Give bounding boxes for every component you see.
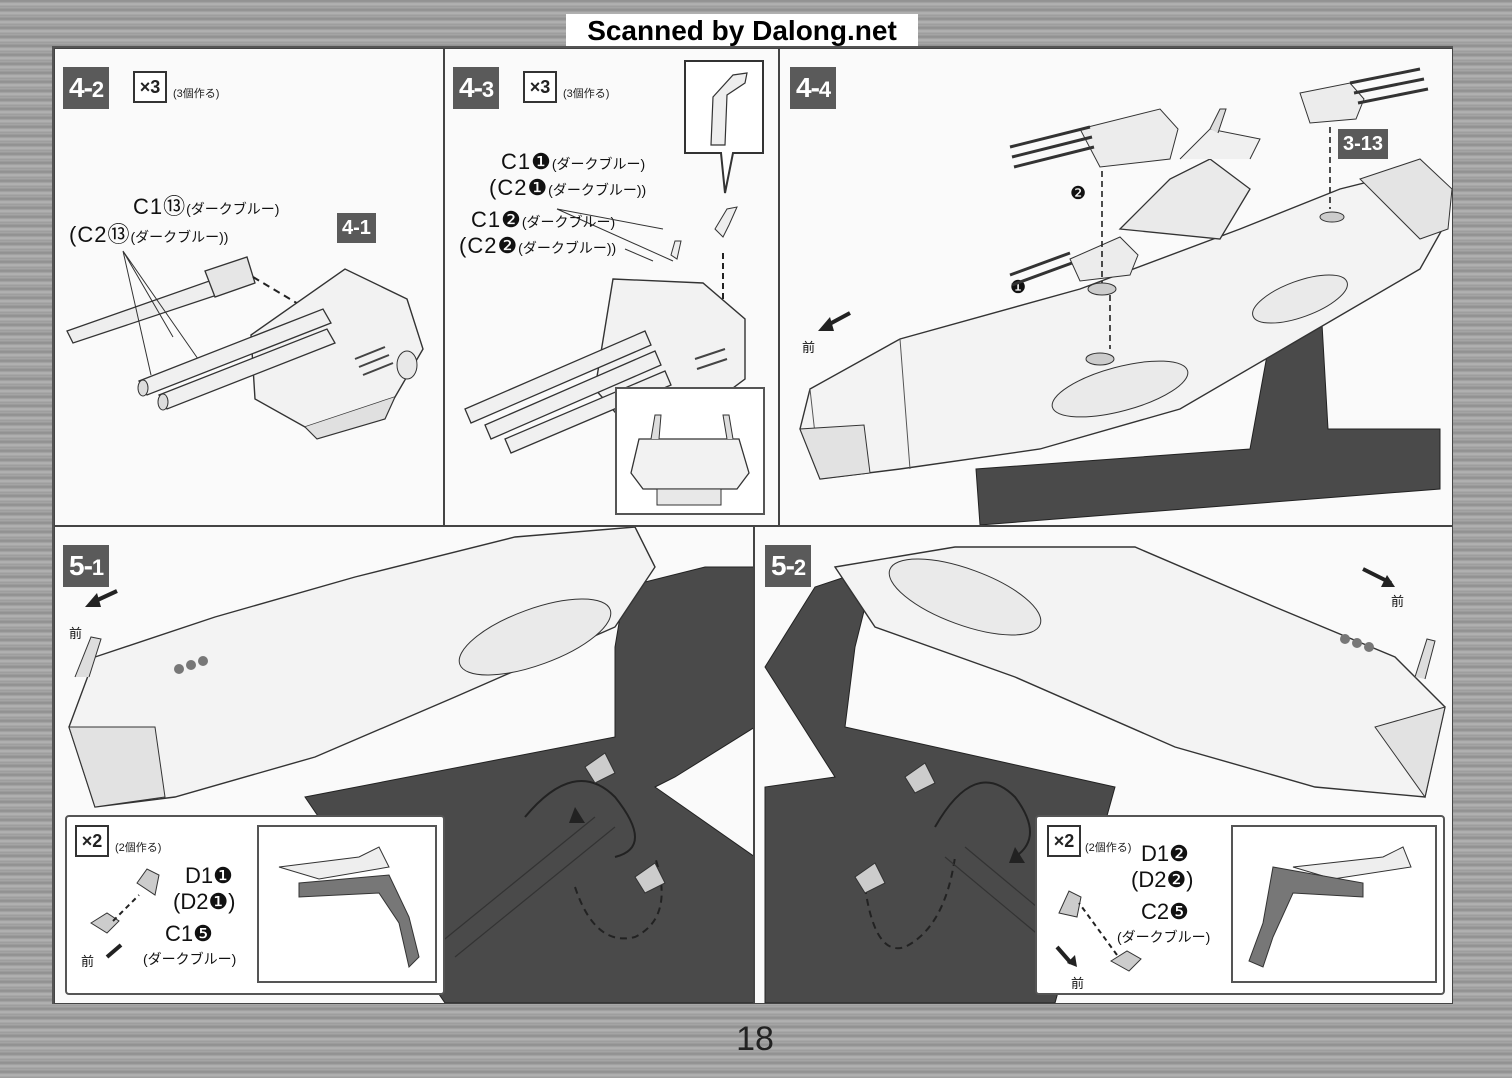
turret-detail-inset [615, 387, 765, 515]
quantity-multiplier: ×2 [75, 825, 109, 857]
turret-rear-view-illustration [630, 414, 750, 506]
scanner-credit: Scanned by Dalong.net [566, 14, 918, 48]
instruction-frame: 4-2 ×3 (3個作る) C1⑬(ダークブルー) (C2⑬(ダークブルー)) … [52, 46, 1453, 1004]
position-marker-2: ❷ [1070, 183, 1087, 203]
step-badge-4-4: 4-4 [790, 67, 837, 109]
front-direction-label: 前 [69, 626, 83, 641]
quantity-multiplier: ×3 [133, 71, 167, 103]
fighter-on-mount-illustration [278, 846, 420, 968]
part-label-d1-2: D1❷ [1141, 841, 1189, 866]
battleship-turret-install-illustration [799, 67, 1452, 525]
fighter-assembly-inset: ×2 (2個作る) D1❶ (D2❶) C1❺ (ダークブルー) 前 [65, 815, 445, 995]
ship-on-stand-rear-illustration [764, 546, 1446, 1003]
part-label-d1-1: D1❶ [185, 863, 233, 888]
quantity-note: (2個作る) [115, 842, 162, 854]
step-badge-4-2: 4-2 [63, 67, 110, 109]
sensor-part-callout [684, 60, 764, 194]
front-direction-label: 前 [1391, 594, 1405, 609]
fighter-on-mount-illustration [1248, 846, 1412, 968]
part-label-d2-1: (D2❶) [173, 889, 236, 914]
step-4-2-panel: 4-2 ×3 (3個作る) C1⑬(ダークブルー) (C2⑬(ダークブルー)) … [54, 48, 444, 526]
step-5-2-panel: 5-2 前 [754, 526, 1453, 1004]
part-color-dark-blue: (ダークブルー) [143, 951, 237, 967]
step-badge-4-3: 4-3 [453, 67, 500, 109]
fighter-parts-illustration [1055, 890, 1142, 972]
page-number: 18 [736, 1020, 774, 1058]
fighter-assembly-inset: ×2 (2個作る) D1❷ (D2❷) C2❺ (ダークブルー) 前 [1035, 815, 1445, 995]
part-label-c1-1: C1❶(ダークブルー) [501, 149, 646, 174]
completed-fighter-inset [1231, 825, 1437, 983]
reference-badge-4-1: 4-1 [337, 213, 376, 243]
step-4-3-panel: 4-3 ×3 (3個作る) C1❶(ダークブルー) (C2❶(ダークブルー)) … [444, 48, 779, 526]
fighter-parts-illustration [90, 868, 160, 959]
part-color-dark-blue: (ダークブルー) [1117, 929, 1211, 945]
front-direction-label: 前 [81, 954, 95, 969]
front-direction-label: 前 [1071, 976, 1085, 991]
part-label-c2-5: C2❺ [1141, 899, 1189, 924]
quantity-note: (3個作る) [563, 88, 610, 100]
turret-barrel-illustration [66, 250, 424, 440]
step-badge-5-1: 5-1 [63, 545, 110, 587]
front-direction-label: 前 [802, 340, 816, 355]
quantity-multiplier: ×3 [523, 71, 557, 103]
step-5-1-panel: 5-1 前 [54, 526, 754, 1004]
part-label-c1-5: C1❺ [165, 921, 213, 946]
quantity-multiplier: ×2 [1047, 825, 1081, 857]
part-label-c2-13: (C2⑬(ダークブルー)) [69, 222, 229, 247]
quantity-note: (3個作る) [173, 88, 220, 100]
quantity-note: (2個作る) [1085, 842, 1132, 854]
step-4-4-panel: 4-4 3-13 前 ❶ ❷ [779, 48, 1453, 526]
part-label-c2-2: (C2❷(ダークブルー)) [459, 233, 617, 258]
part-label-c1-13: C1⑬(ダークブルー) [133, 194, 280, 219]
reference-badge-3-13: 3-13 [1338, 129, 1389, 159]
step-badge-5-2: 5-2 [765, 545, 812, 587]
part-label-c2-1: (C2❶(ダークブルー)) [489, 175, 647, 200]
completed-fighter-inset [257, 825, 437, 983]
part-label-d2-2: (D2❷) [1131, 867, 1194, 892]
part-label-c1-2: C1❷(ダークブルー) [471, 207, 616, 232]
